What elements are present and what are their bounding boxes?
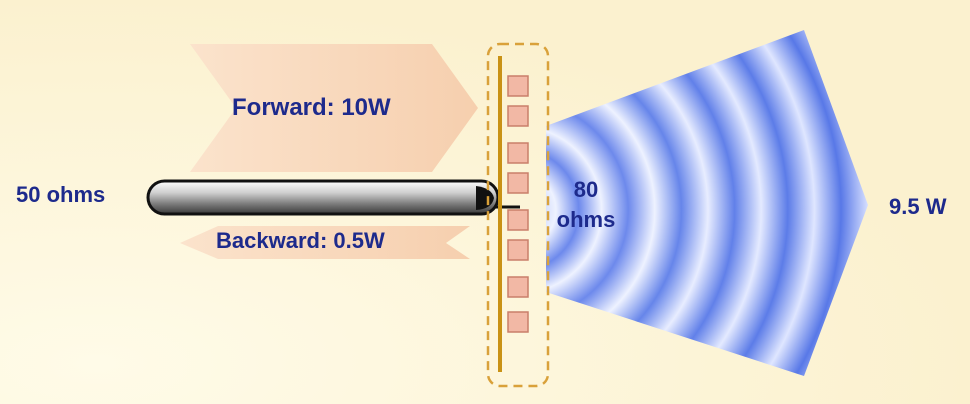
antenna-element [507, 172, 529, 194]
antenna-element [507, 142, 529, 164]
antenna-element [507, 311, 529, 333]
backward-power-label: Backward: 0.5W [216, 228, 385, 253]
radiated-wave [546, 30, 868, 376]
antenna-element [507, 239, 529, 261]
coax-cable [146, 179, 500, 216]
antenna-element [507, 75, 529, 97]
backward-arrow [180, 226, 470, 259]
cable-impedance-label: 50 ohms [16, 182, 106, 207]
antenna-elements [507, 75, 529, 333]
antenna-impedance-label: 80 ohms [556, 175, 616, 235]
antenna-impedance-unit: ohms [556, 207, 616, 232]
forward-arrow [190, 44, 478, 172]
radiated-power-label: 9.5 W [889, 194, 947, 219]
forward-power-label: Forward: 10W [232, 94, 391, 121]
antenna-element [507, 105, 529, 127]
antenna-element [507, 276, 529, 298]
antenna-frame [486, 42, 550, 388]
antenna-impedance-value: 80 [573, 177, 599, 202]
antenna-bar [498, 56, 502, 372]
antenna-element [507, 209, 529, 231]
cable-connector [476, 186, 494, 210]
